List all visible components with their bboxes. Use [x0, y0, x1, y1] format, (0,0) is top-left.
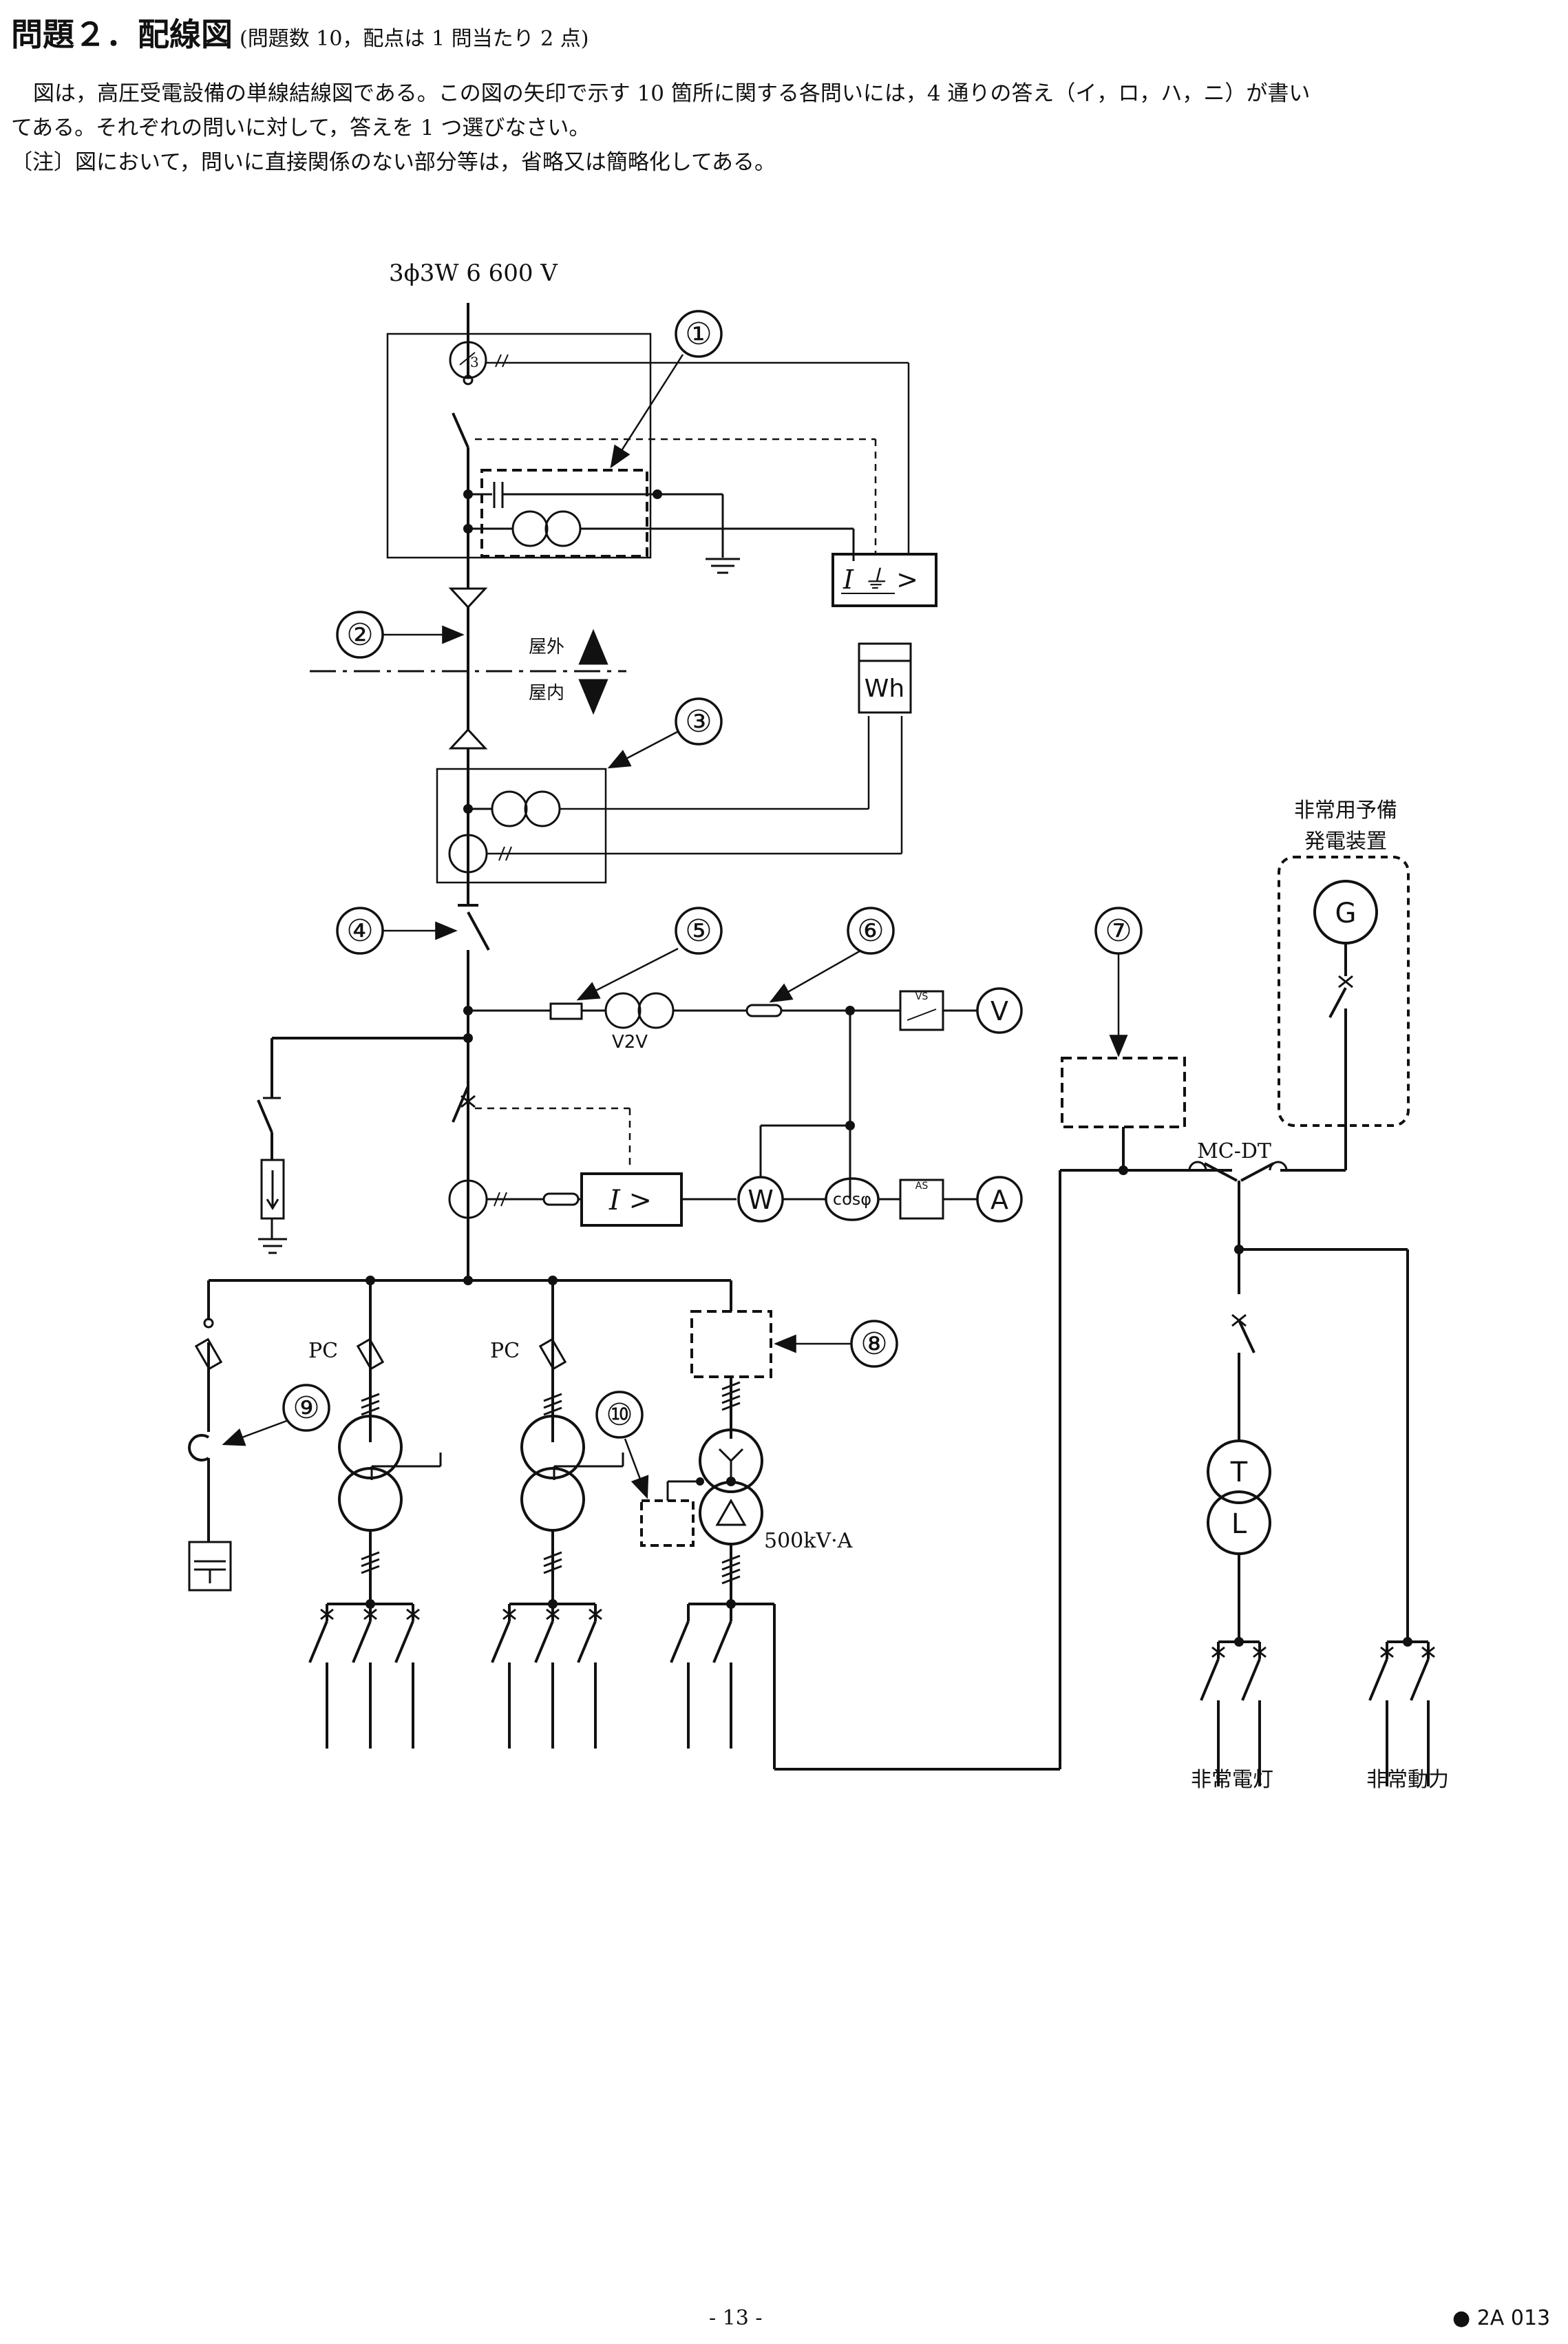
marker-6: ⑥ [857, 914, 884, 949]
instruction-line-1: 図は，高圧受電設備の単線結線図である。この図の矢印で示す 10 箇所に関する各問… [33, 81, 1311, 106]
marker-1: ① [685, 317, 712, 352]
marker-2: ② [346, 617, 373, 653]
switch-line [534, 1620, 554, 1663]
switch-line [589, 1608, 602, 1620]
emergency-power-label: 非常動力 [1366, 1768, 1449, 1792]
switch-line [1200, 1658, 1220, 1701]
switch-line [1410, 1658, 1430, 1701]
switch-line [1380, 1646, 1394, 1658]
switch-line [406, 1608, 420, 1620]
pc-label-2: PC [490, 1339, 520, 1363]
switch-line [712, 1620, 732, 1663]
transformer-capacity: 500kV·A [764, 1529, 853, 1553]
switch-line [1241, 1658, 1261, 1701]
pc-label-1: PC [308, 1339, 338, 1363]
switch-line [491, 1620, 511, 1663]
generator-label-2: 発電装置 [1304, 830, 1387, 854]
supply-label: 3ϕ3W 6 600 V [389, 260, 558, 287]
lighting-transformer-l: L [1231, 1508, 1247, 1540]
switch-line [502, 1608, 516, 1620]
marker-8: ⑧ [860, 1327, 887, 1362]
zct-ratio: 3 [470, 354, 479, 370]
marker-5: ⑤ [685, 914, 712, 949]
generator-symbol: G [1335, 898, 1357, 929]
ammeter-label: A [990, 1185, 1008, 1215]
marker-3: ③ [685, 704, 712, 739]
page-title: 問題２．配線図 (問題数 10，配点は 1 問当たり 2 点) [11, 10, 589, 55]
outdoor-label: 屋外 [529, 637, 564, 657]
switch-line [1211, 1646, 1225, 1658]
page-number: - 13 - [709, 2306, 763, 2330]
switch-line [394, 1620, 414, 1663]
as-label: AS [915, 1181, 929, 1192]
lighting-transformer-t: T [1230, 1457, 1248, 1488]
switch-line [1421, 1646, 1435, 1658]
marker-4: ④ [346, 914, 373, 949]
switch-line [577, 1620, 597, 1663]
generator-label-1: 非常用予備 [1294, 799, 1397, 823]
title-subtitle: (問題数 10，配点は 1 問当たり 2 点) [240, 27, 589, 51]
marker-10: ⑩ [606, 1397, 633, 1433]
switch-line [1253, 1646, 1267, 1658]
switch-line [352, 1620, 372, 1663]
vs-label: VS [915, 991, 929, 1002]
v2v-label: V2V [612, 1032, 648, 1053]
instruction-line-2: てある。それぞれの問いに対して，答えを 1 つ選びなさい。 [11, 116, 591, 140]
overcurrent-relay-label: I > [608, 1185, 652, 1216]
switch-line [308, 1620, 328, 1663]
wattmeter-label: W [748, 1185, 774, 1215]
voltmeter-label: V [990, 996, 1008, 1026]
mcdt-label: MC-DT [1197, 1139, 1271, 1163]
title-main: 問題２．配線図 [11, 16, 233, 53]
power-factor-label: cosφ [833, 1190, 871, 1209]
switch-line [363, 1608, 377, 1620]
switch-line [546, 1608, 560, 1620]
indoor-label: 屋内 [529, 683, 564, 704]
switch-line [1368, 1658, 1388, 1701]
marker-7: ⑦ [1105, 914, 1132, 949]
exam-code: ● 2A 013 [1452, 2306, 1551, 2330]
switch-line [320, 1608, 334, 1620]
ground-relay-label: I ⏚ > [843, 564, 918, 595]
emergency-light-label: 非常電灯 [1191, 1768, 1273, 1792]
marker-9: ⑨ [293, 1391, 319, 1426]
switch-line [670, 1620, 690, 1663]
wh-meter-label: Wh [865, 675, 904, 703]
instruction-note: 〔注〕図において，問いに直接関係のない部分等は，省略又は簡略化してある。 [11, 150, 776, 175]
